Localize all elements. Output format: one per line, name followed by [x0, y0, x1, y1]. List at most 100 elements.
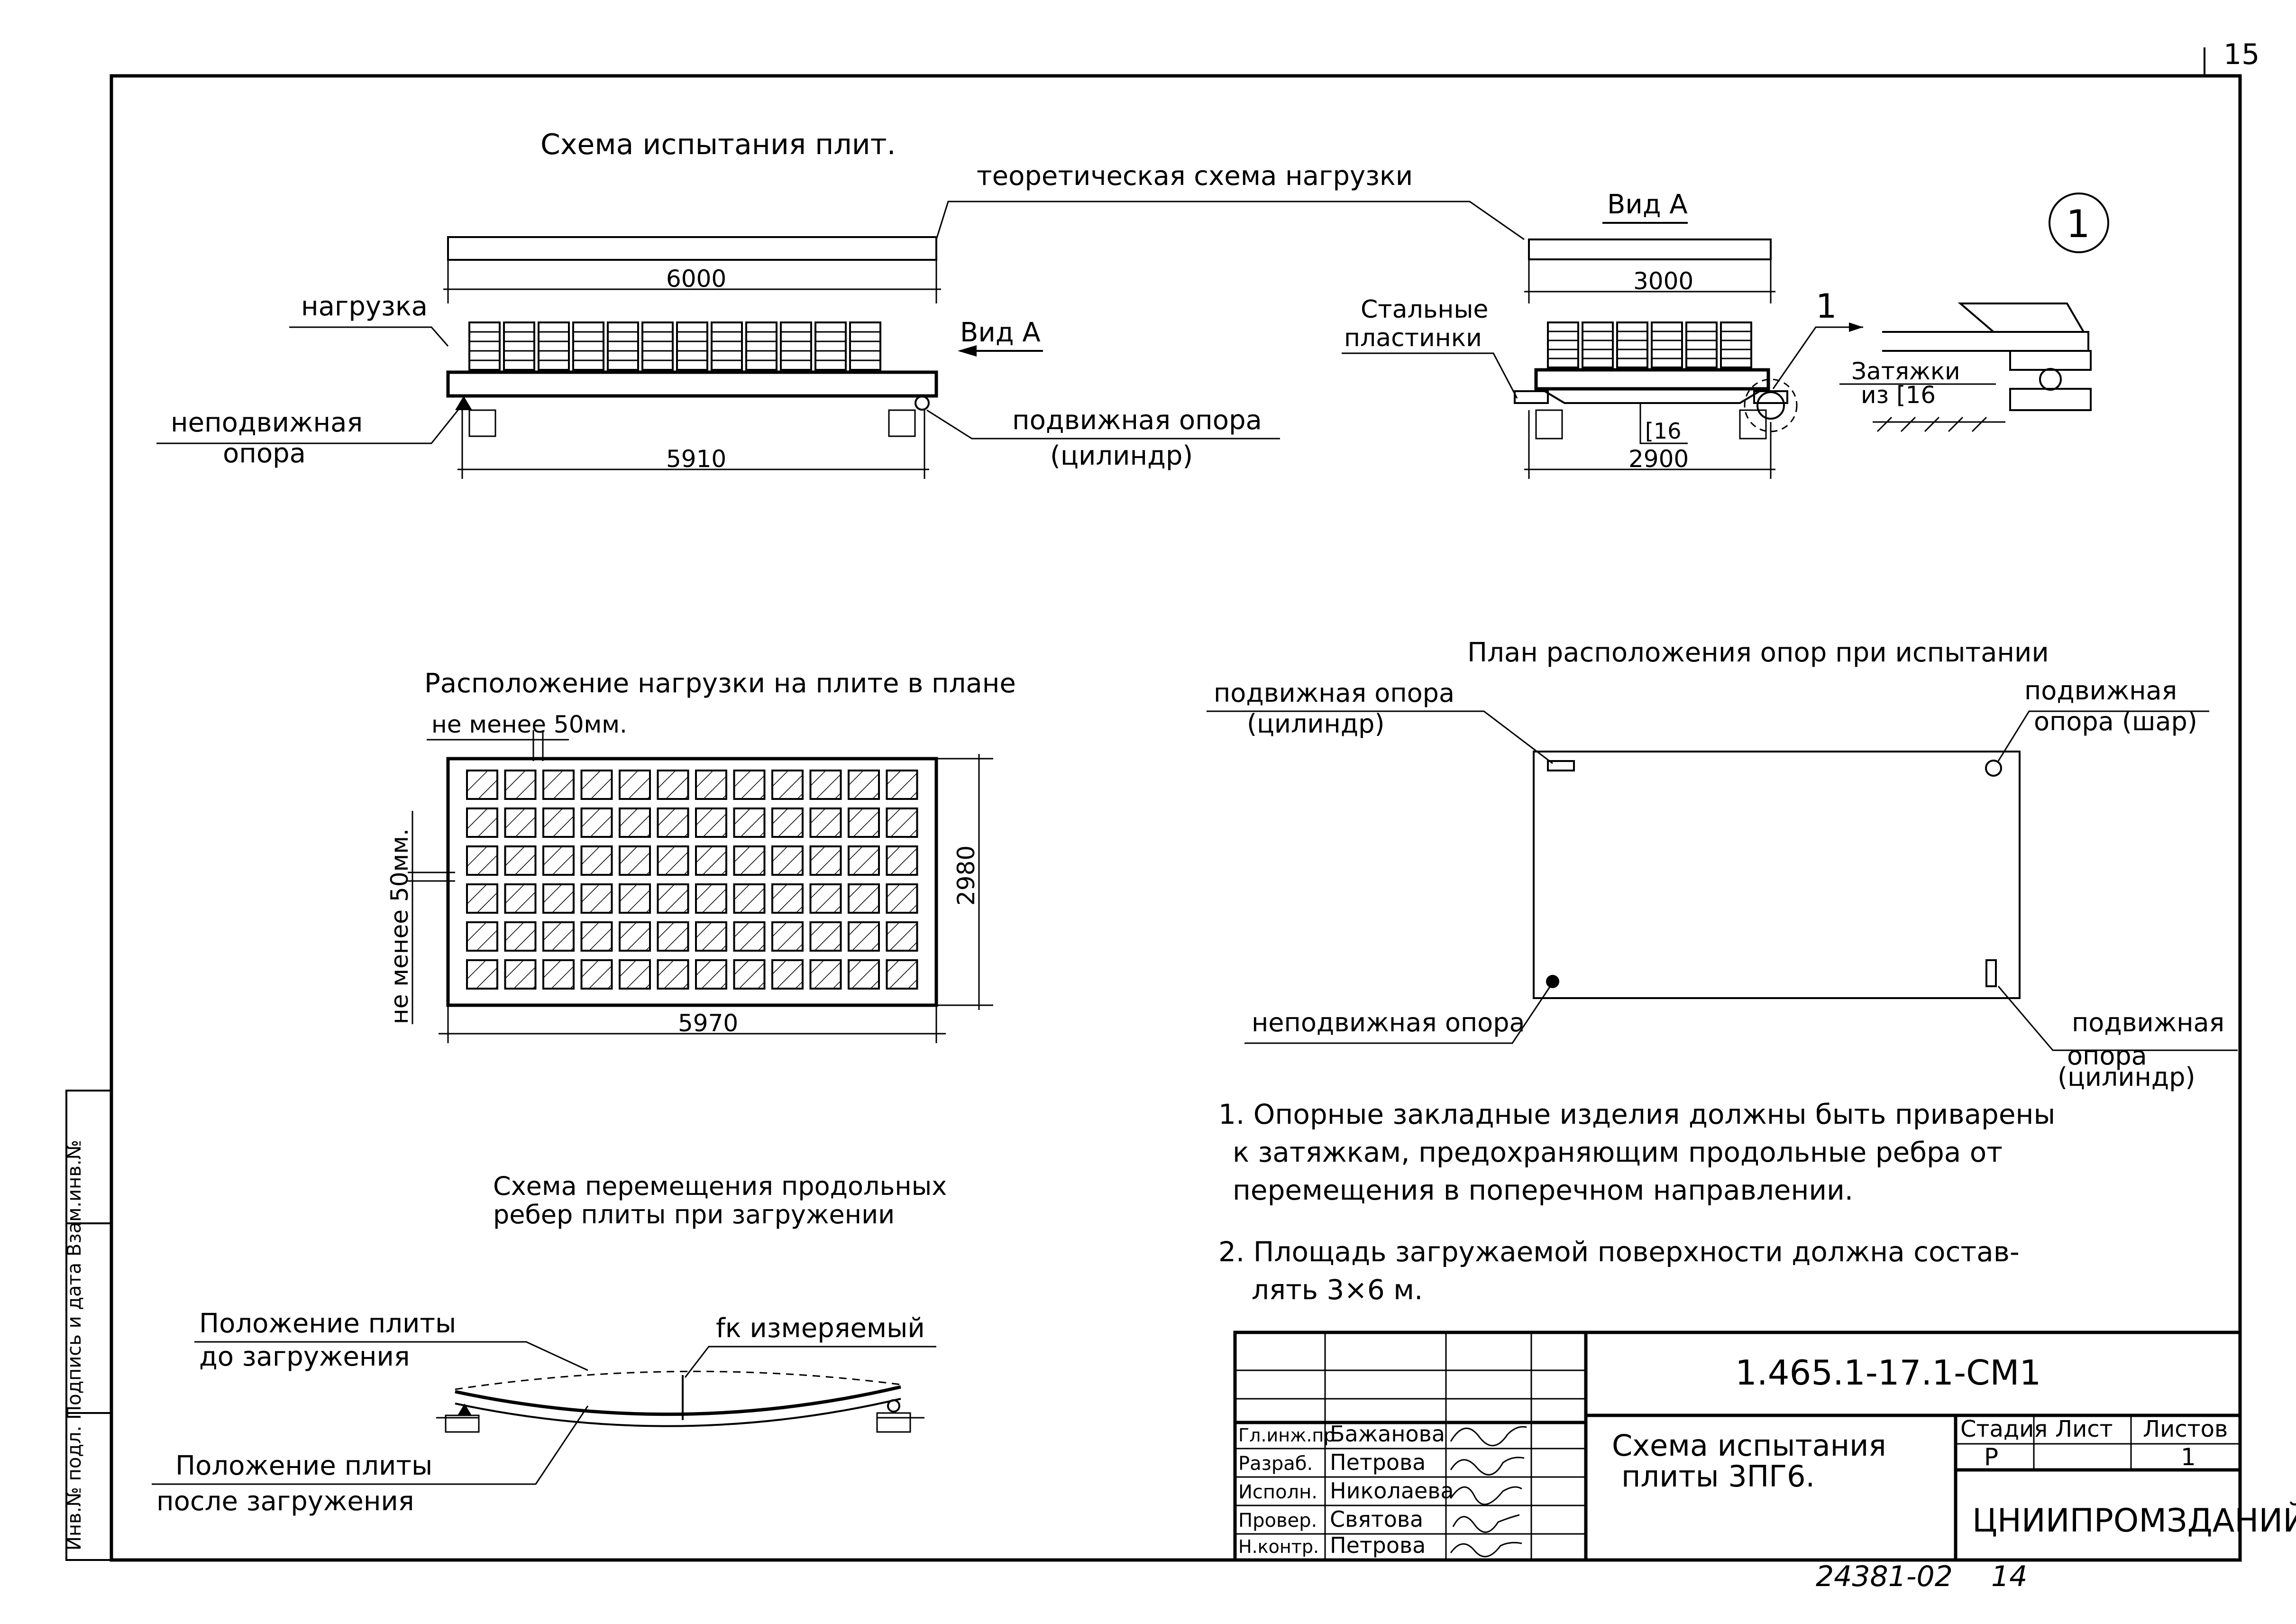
callout-number: 1: [1816, 287, 1837, 326]
plan-load-block: [504, 921, 537, 952]
load-block: [849, 321, 881, 371]
plan-load-block: [619, 883, 651, 914]
plan-load-block: [580, 959, 613, 990]
bottom-left-label: неподвижная опора: [1252, 1008, 1525, 1037]
load-block: [711, 321, 743, 371]
load-plan-title: Расположение нагрузки на плите в плане: [424, 668, 1016, 699]
slab-after-load: [455, 1385, 901, 1416]
fixed-support-dot-icon: [1546, 975, 1559, 988]
plan-load-block: [809, 770, 842, 800]
plan-load-block: [733, 921, 766, 952]
roller-support-icon: [915, 395, 930, 411]
view-a: Вид А 3000 2900 [16 Стальные пластинки 1: [1342, 189, 1863, 479]
plan-load-block: [619, 921, 651, 952]
archive-number: 24381-02: [1816, 1560, 1953, 1593]
sheet-header: Лист: [2055, 1416, 2113, 1442]
plan-load-block: [771, 845, 804, 876]
load-label: нагрузка: [301, 291, 428, 322]
plan-load-block: [466, 845, 498, 876]
plan-load-block: [809, 883, 842, 914]
note-1-line-1: 1. Опорные закладные изделия должны быть…: [1218, 1098, 2055, 1130]
load-block: [780, 321, 812, 371]
plan-load-block: [657, 921, 689, 952]
plan-load-block: [771, 807, 804, 838]
plan-load-block: [466, 959, 498, 990]
cylinder-support-bottom-right-icon: [1985, 959, 1997, 987]
view-a-slab: [1534, 368, 1770, 391]
top-left-label-2: (цилиндр): [1247, 709, 1385, 739]
movable-support-label-1: подвижная опора: [1012, 405, 1262, 436]
name-3: Святова: [1330, 1506, 1423, 1532]
side-stamp-text: Инв.№ подл. Подпись и дата Взам.инв.№: [64, 1140, 85, 1551]
support-plan-title: План расположения опор при испытании: [1467, 637, 2049, 668]
note-1-line-2: к затяжкам, предохраняющим продольные ре…: [1233, 1136, 2003, 1168]
test-scheme: Схема испытания плит. теоретическая схем…: [156, 128, 1525, 479]
plan-height: 2980: [952, 845, 980, 906]
signature-1: [1450, 1457, 1525, 1476]
note-1-line-3: перемещения в поперечном направлении.: [1233, 1174, 1853, 1206]
plan-load-block: [695, 921, 727, 952]
plan-load-block: [848, 807, 880, 838]
notes: 1. Опорные закладные изделия должны быть…: [1218, 1098, 2055, 1306]
plan-load-block: [466, 883, 498, 914]
signature-0: [1450, 1426, 1527, 1447]
plan-load-block: [580, 770, 613, 800]
role-3: Провер.: [1238, 1510, 1317, 1532]
title-block: 1.465.1-17.1-СМ1 Схема испытания плиты 3…: [1233, 1330, 2296, 1562]
plan-load-block: [771, 959, 804, 990]
organization-name: ЦНИИПРОМЗДАНИЙ: [1972, 1502, 2296, 1540]
name-2: Николаева: [1330, 1478, 1454, 1504]
plan-load-block: [886, 883, 918, 914]
load-blocks: [468, 321, 881, 371]
signature-2: [1450, 1486, 1522, 1505]
name-4: Петрова: [1330, 1532, 1426, 1558]
load-block: [1720, 321, 1752, 368]
note-2-line-2: лять 3×6 м.: [1252, 1274, 1423, 1306]
plan-load-block: [542, 959, 575, 990]
load-block: [676, 321, 708, 371]
top-left-label-1: подвижная опора: [1214, 678, 1454, 708]
load-block: [814, 321, 847, 371]
displacement-scheme: Схема перемещения продольных ребер плиты…: [152, 1171, 947, 1517]
view-a-load-blocks: [1547, 321, 1752, 368]
archive-sheet: 14: [1991, 1560, 2027, 1593]
span-2900: 2900: [1628, 445, 1689, 473]
plan-load-block: [657, 959, 689, 990]
load-block: [1651, 321, 1683, 368]
plan-load-block: [542, 770, 575, 800]
plan-load-block: [580, 921, 613, 952]
plan-load-block: [580, 883, 613, 914]
plan-load-block: [771, 921, 804, 952]
plan-load-block: [848, 770, 880, 800]
before-label-1: Положение плиты: [199, 1308, 456, 1339]
sheets-header: Листов: [2143, 1416, 2228, 1442]
view-a-load-bar: [1528, 239, 1772, 260]
bottom-right-label-3: (цилиндр): [2058, 1062, 2195, 1092]
steel-plates-label-2: пластинки: [1344, 324, 1482, 352]
slab-before-load: [455, 1370, 901, 1390]
fk-label: fк измеряемый: [716, 1313, 925, 1344]
load-block: [503, 321, 535, 371]
role-2: Исполн.: [1238, 1481, 1317, 1503]
before-label-2: до загружения: [199, 1341, 410, 1372]
plan-load-block: [504, 845, 537, 876]
plan-load-block: [580, 845, 613, 876]
plan-load-block: [695, 807, 727, 838]
plan-load-block: [771, 770, 804, 800]
plan-load-block: [695, 770, 727, 800]
plan-load-block: [657, 807, 689, 838]
plan-load-block: [733, 883, 766, 914]
plan-load-block: [809, 921, 842, 952]
span-3000: 3000: [1633, 267, 1693, 295]
side-stamp: Инв.№ подл. Подпись и дата Взам.инв.№: [64, 1090, 112, 1561]
load-block: [607, 321, 639, 371]
bottom-right-label-1: подвижная: [2072, 1008, 2224, 1037]
plan-load-block: [619, 807, 651, 838]
role-4: Н.контр.: [1238, 1536, 1319, 1557]
plan-load-block: [580, 807, 613, 838]
slab-elevation: [446, 370, 938, 398]
span-5910: 5910: [666, 445, 726, 473]
load-block: [641, 321, 674, 371]
plate-outline: [1533, 751, 2021, 999]
plan-load-block: [809, 845, 842, 876]
